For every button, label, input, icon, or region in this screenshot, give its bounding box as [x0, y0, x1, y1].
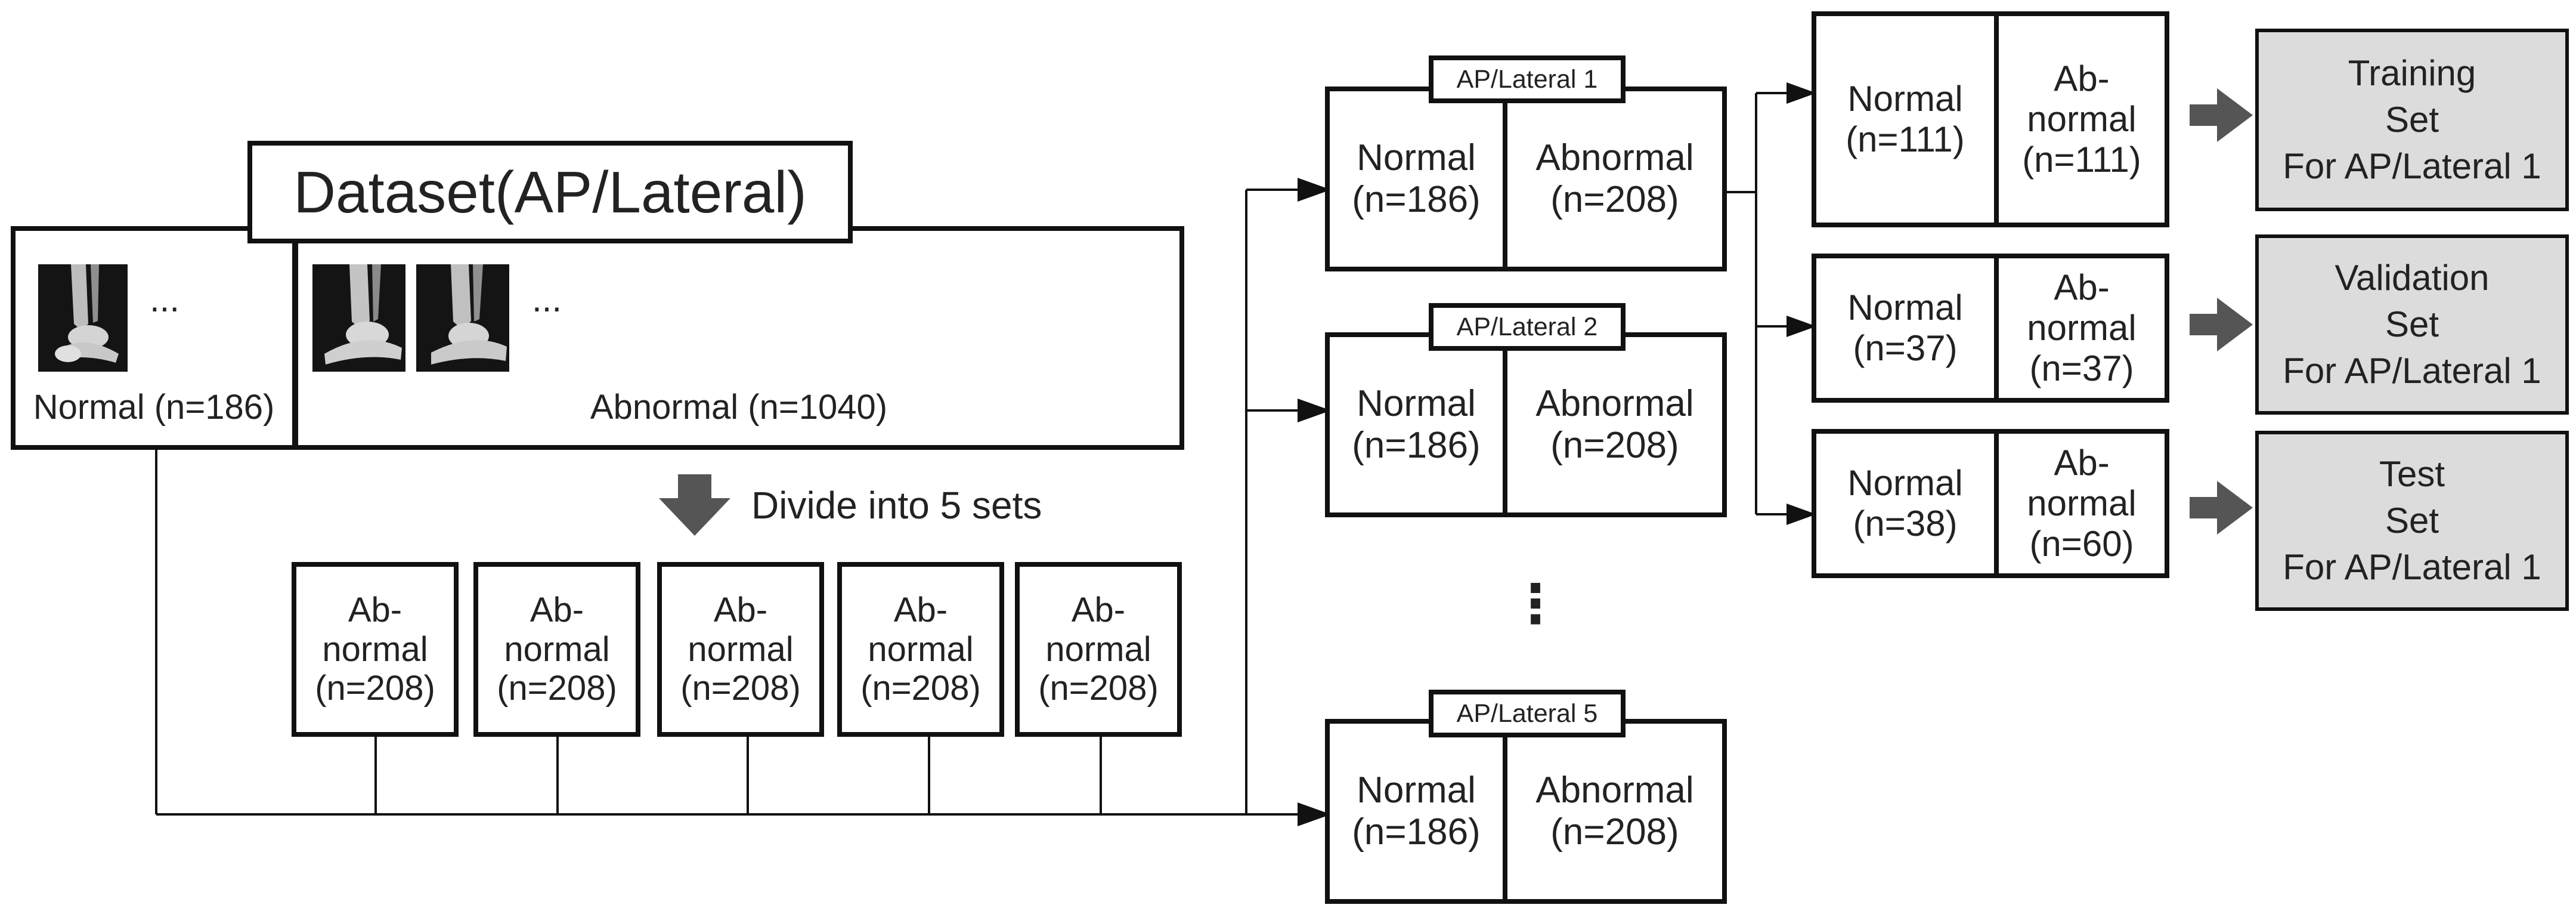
test-set-box: Test Set For AP/Lateral 1 — [2255, 431, 2569, 611]
fold-box-1: Normal (n=186) Abnormal (n=208) — [1325, 87, 1727, 271]
divide-arrow-icon — [659, 474, 730, 536]
normal-dataset-label: Normal (n=186) — [33, 388, 275, 427]
vertical-ellipsis: ⋮ — [1509, 575, 1562, 634]
ankle-xray-icon — [38, 264, 128, 372]
fold-abnormal-cell: Abnormal (n=208) — [1503, 337, 1722, 512]
image-ellipsis: ... — [150, 279, 180, 319]
dataset-title-box: Dataset(AP/Lateral) — [247, 141, 853, 243]
xray-thumbnail — [312, 264, 405, 372]
arrowhead — [1787, 82, 1816, 104]
image-ellipsis: ... — [532, 279, 562, 319]
fold-box-2: Normal (n=186) Abnormal (n=208) — [1325, 332, 1727, 517]
arrowhead — [1787, 316, 1816, 337]
fold-normal-cell: Normal (n=186) — [1352, 382, 1481, 466]
fold-normal-cell: Normal (n=186) — [1352, 137, 1481, 220]
dataset-title: Dataset(AP/Lateral) — [293, 159, 807, 225]
split-abnormal-cell: Ab- normal (n=37) — [1994, 258, 2165, 398]
xray-thumbnail — [416, 264, 509, 372]
ankle-xray-icon — [312, 264, 405, 372]
arrowhead — [1787, 504, 1816, 525]
fold-tag-5: AP/Lateral 5 — [1429, 690, 1626, 737]
fold-box-5: Normal (n=186) Abnormal (n=208) — [1325, 719, 1727, 904]
block-arrow-icon — [2190, 88, 2253, 142]
training-set-box: Training Set For AP/Lateral 1 — [2255, 29, 2569, 211]
block-arrow-icon — [2190, 481, 2253, 535]
train-split-box: Normal (n=111) Ab- normal (n=111) — [1812, 11, 2169, 227]
abnormal-subset-box: Ab- normal (n=208) — [837, 562, 1004, 737]
split-normal-cell: Normal (n=38) — [1847, 463, 1963, 544]
block-arrow-icon — [2190, 298, 2253, 351]
abnormal-dataset-label: Abnormal (n=1040) — [590, 388, 888, 427]
abnormal-subset-box: Ab- normal (n=208) — [473, 562, 640, 737]
abnormal-subset-box: Ab- normal (n=208) — [657, 562, 824, 737]
normal-dataset-box: ... Normal (n=186) — [11, 226, 297, 450]
split-normal-cell: Normal (n=111) — [1846, 79, 1965, 159]
split-abnormal-cell: Ab- normal (n=60) — [1994, 434, 2165, 573]
fold-abnormal-cell: Abnormal (n=208) — [1503, 91, 1722, 267]
divide-label: Divide into 5 sets — [751, 484, 1042, 527]
arrowhead — [1298, 802, 1331, 826]
abnormal-subset-box: Ab- normal (n=208) — [292, 562, 459, 737]
fold-abnormal-cell: Abnormal (n=208) — [1503, 724, 1722, 899]
fold-tag-2: AP/Lateral 2 — [1429, 303, 1626, 351]
arrowhead — [1298, 178, 1331, 202]
fold-normal-cell: Normal (n=186) — [1352, 769, 1481, 853]
arrowhead — [1298, 399, 1331, 422]
validation-set-box: Validation Set For AP/Lateral 1 — [2255, 234, 2569, 415]
fold-tag-1: AP/Lateral 1 — [1429, 55, 1626, 103]
ankle-xray-icon — [416, 264, 509, 372]
xray-thumbnail — [38, 264, 128, 372]
split-normal-cell: Normal (n=37) — [1847, 288, 1963, 368]
abnormal-subset-box: Ab- normal (n=208) — [1015, 562, 1182, 737]
abnormal-dataset-box: ... Abnormal (n=1040) — [293, 226, 1184, 450]
split-abnormal-cell: Ab- normal (n=111) — [1994, 16, 2165, 223]
validation-split-box: Normal (n=37) Ab- normal (n=37) — [1812, 254, 2169, 403]
test-split-box: Normal (n=38) Ab- normal (n=60) — [1812, 429, 2169, 578]
